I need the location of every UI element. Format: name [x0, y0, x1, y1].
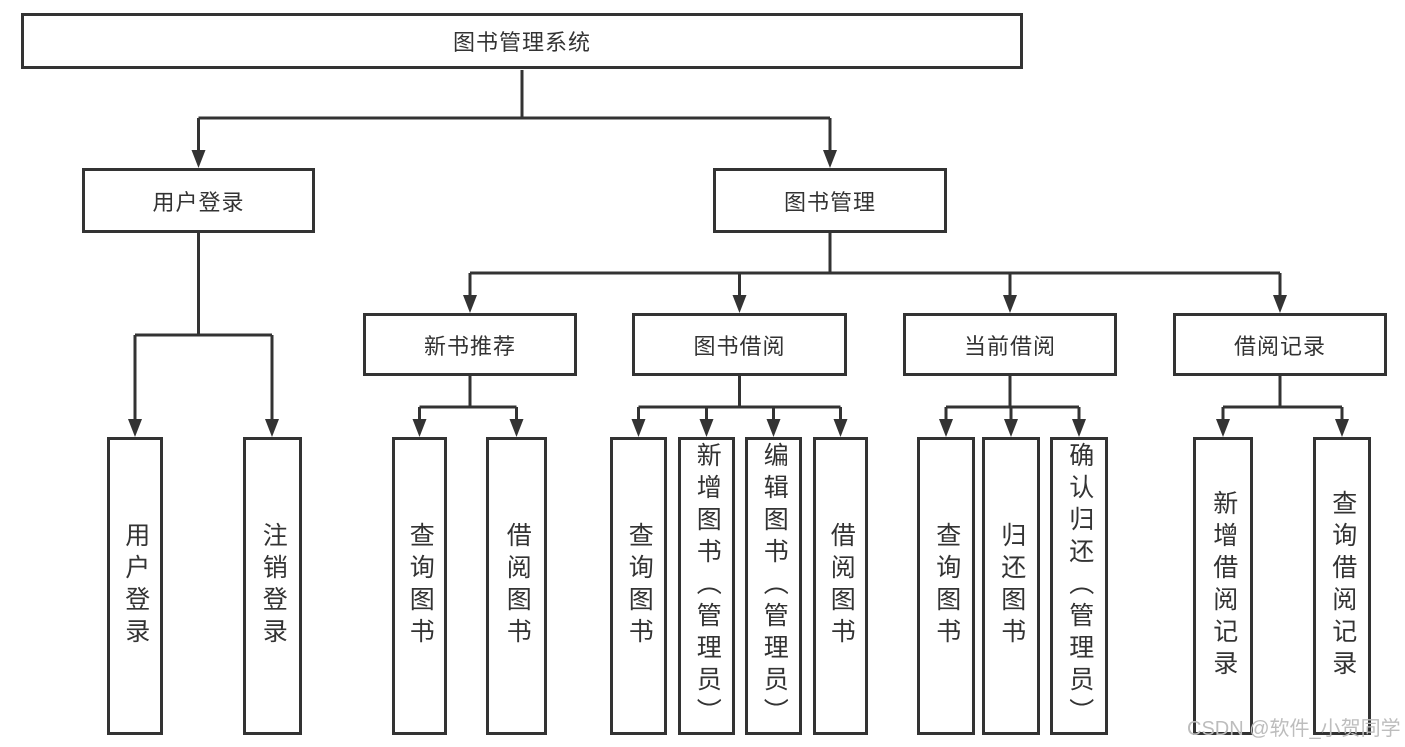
- node-label: 图书管理: [783, 189, 876, 215]
- node-label: 图书借阅: [693, 333, 786, 359]
- arrowhead: [1003, 295, 1017, 313]
- node-label: 新增图书（管理员）: [693, 442, 722, 730]
- arrowhead: [631, 419, 646, 437]
- node-label: 查询图书: [625, 522, 654, 650]
- node-label: 借阅记录: [1233, 333, 1326, 359]
- connector-currentborrow-to-children: [944, 376, 1081, 419]
- node-return-books: 归还图书: [982, 437, 1040, 735]
- node-borrow-books-recommend: 借阅图书: [486, 437, 547, 735]
- arrowhead: [1004, 419, 1018, 437]
- node-label: 当前借阅: [963, 333, 1056, 359]
- arrowhead: [128, 419, 142, 437]
- connector-newbooks-to-children: [418, 376, 518, 419]
- arrowhead: [1216, 419, 1230, 437]
- node-label: 新增借阅记录: [1209, 490, 1238, 682]
- node-query-books-recommend: 查询图书: [392, 437, 447, 735]
- node-label: 图书管理系统: [452, 30, 591, 55]
- node-label: 编辑图书（管理员）: [760, 442, 789, 730]
- node-add-book-admin: 新增图书（管理员）: [678, 437, 735, 735]
- node-logout: 注销登录: [243, 437, 302, 735]
- arrowhead: [412, 419, 427, 437]
- arrowhead: [1273, 295, 1287, 313]
- connector-bookmgmt-to-level3: [468, 233, 1282, 295]
- node-current-borrowing: 当前借阅: [903, 313, 1117, 376]
- node-label: 确认归还（管理员）: [1065, 442, 1094, 730]
- node-confirm-return-admin: 确认归还（管理员）: [1050, 437, 1108, 735]
- connector-borrowrecords-to-children: [1221, 376, 1344, 419]
- arrowhead: [939, 419, 953, 437]
- node-add-borrow-record: 新增借阅记录: [1193, 437, 1253, 735]
- node-label: 注销登录: [259, 522, 288, 650]
- arrowhead: [699, 419, 714, 437]
- node-book-management: 图书管理: [713, 168, 947, 233]
- arrowhead: [265, 419, 279, 437]
- node-edit-book-admin: 编辑图书（管理员）: [745, 437, 802, 735]
- node-label: 用户登录: [152, 189, 245, 215]
- arrowhead: [732, 295, 747, 313]
- connector-userlogin-to-children: [133, 233, 274, 419]
- connector-bookborrow-to-children: [637, 376, 842, 419]
- node-label: 查询图书: [932, 522, 961, 650]
- node-label: 借阅图书: [827, 522, 856, 650]
- csdn-watermark: CSDN @软件_小贺同学: [1187, 718, 1401, 740]
- arrowhead: [1072, 419, 1086, 437]
- node-user-login-action: 用户登录: [107, 437, 163, 735]
- node-book-borrowing: 图书借阅: [632, 313, 847, 376]
- arrowhead: [766, 419, 781, 437]
- node-label: 查询借阅记录: [1328, 490, 1357, 682]
- node-label: 用户登录: [121, 522, 150, 650]
- node-borrow-books: 借阅图书: [813, 437, 868, 735]
- node-label: 借阅图书: [503, 522, 532, 650]
- arrowhead: [463, 295, 477, 313]
- node-query-books-current: 查询图书: [917, 437, 975, 735]
- node-library-management-system: 图书管理系统: [21, 13, 1023, 69]
- node-borrowing-records: 借阅记录: [1173, 313, 1387, 376]
- node-label: 新书推荐: [423, 333, 516, 359]
- connector-root-to-level2: [197, 70, 832, 150]
- node-user-login: 用户登录: [82, 168, 315, 233]
- arrowhead: [833, 419, 848, 437]
- node-label: 查询图书: [406, 522, 435, 650]
- node-new-book-recommendation: 新书推荐: [363, 313, 577, 376]
- arrowhead: [1335, 419, 1349, 437]
- arrowhead: [823, 150, 837, 168]
- arrowhead: [509, 419, 524, 437]
- node-label: 归还图书: [997, 522, 1026, 650]
- node-query-books-borrow: 查询图书: [610, 437, 667, 735]
- arrowhead: [191, 150, 206, 168]
- node-query-borrow-record: 查询借阅记录: [1313, 437, 1371, 735]
